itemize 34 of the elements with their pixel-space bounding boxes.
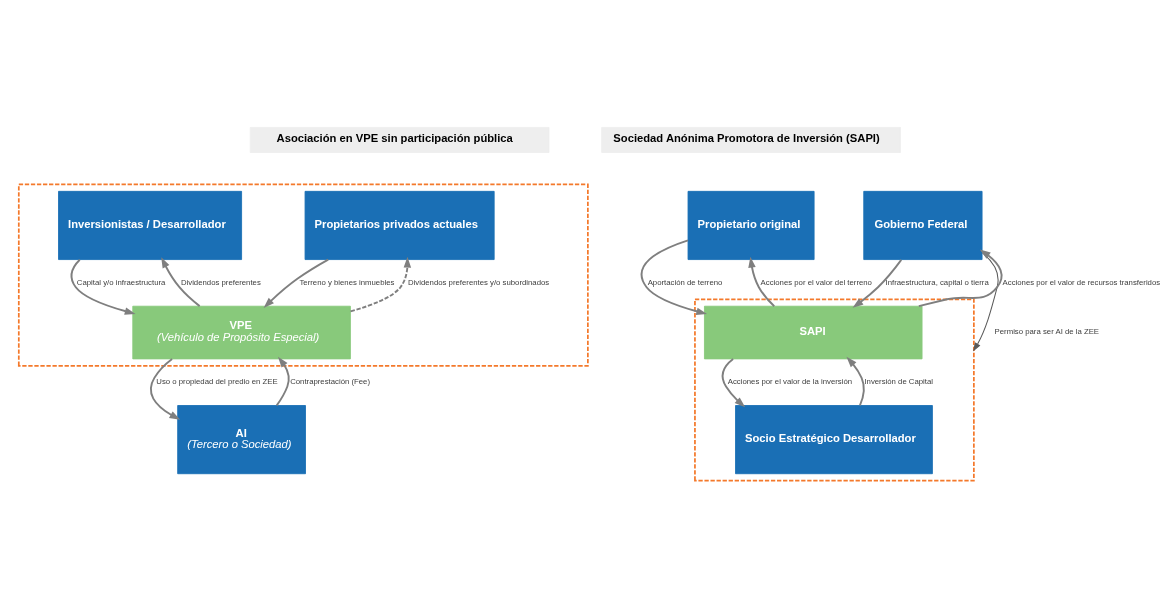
edge-label: Dividendos preferentes — [180, 277, 261, 287]
arrow — [852, 258, 903, 308]
node-box: SAPI — [704, 305, 923, 360]
arrow — [748, 256, 776, 308]
node-box: Gobierno Federal — [863, 190, 983, 260]
edge-label: Inversión de Capital — [864, 377, 934, 387]
arrow — [917, 249, 1003, 308]
node-box: VPE (Vehículo de Propósito Especial) — [132, 305, 351, 360]
edge-label: Permiso para ser AI de la ZEE — [994, 327, 1100, 337]
arrow — [349, 256, 412, 313]
arrow — [149, 358, 181, 420]
node-box: Inversionistas / Desarrollador — [58, 190, 242, 260]
edge-label: Acciones por el valor de recursos transferidos — [1002, 277, 1161, 287]
edge-label: Uso o propiedad del predio en ZEE — [156, 377, 278, 387]
edge-label: Aportación de terreno — [647, 277, 723, 287]
arrow — [161, 257, 201, 308]
arrow — [973, 252, 999, 352]
edge-label: Capital y/o infraestructura — [76, 277, 166, 287]
arrow — [846, 356, 865, 407]
edge-label: Dividendos preferentes y/o subordinados — [408, 277, 550, 287]
edge-label: Terreno y bienes inmuebles — [299, 277, 395, 287]
edge-label: Acciones por el valor del terreno — [760, 277, 872, 287]
node-box: Propietarios privados actuales — [304, 190, 495, 260]
edge-label: Contraprestación (Fee) — [290, 377, 371, 387]
arrow — [721, 357, 746, 408]
node-box: Propietario original — [687, 190, 815, 260]
arrow — [275, 356, 290, 407]
node-box: Socio Estratégico Desarrollador — [735, 405, 933, 475]
edge-label: Acciones por el valor de la inversión — [727, 377, 853, 387]
node-box: AI (Tercero o Sociedad) — [177, 405, 306, 475]
edge-label: Infraestructura, capital o tierra — [885, 277, 989, 287]
arrow — [640, 239, 708, 315]
arrow — [263, 258, 330, 308]
arrow — [70, 258, 136, 315]
